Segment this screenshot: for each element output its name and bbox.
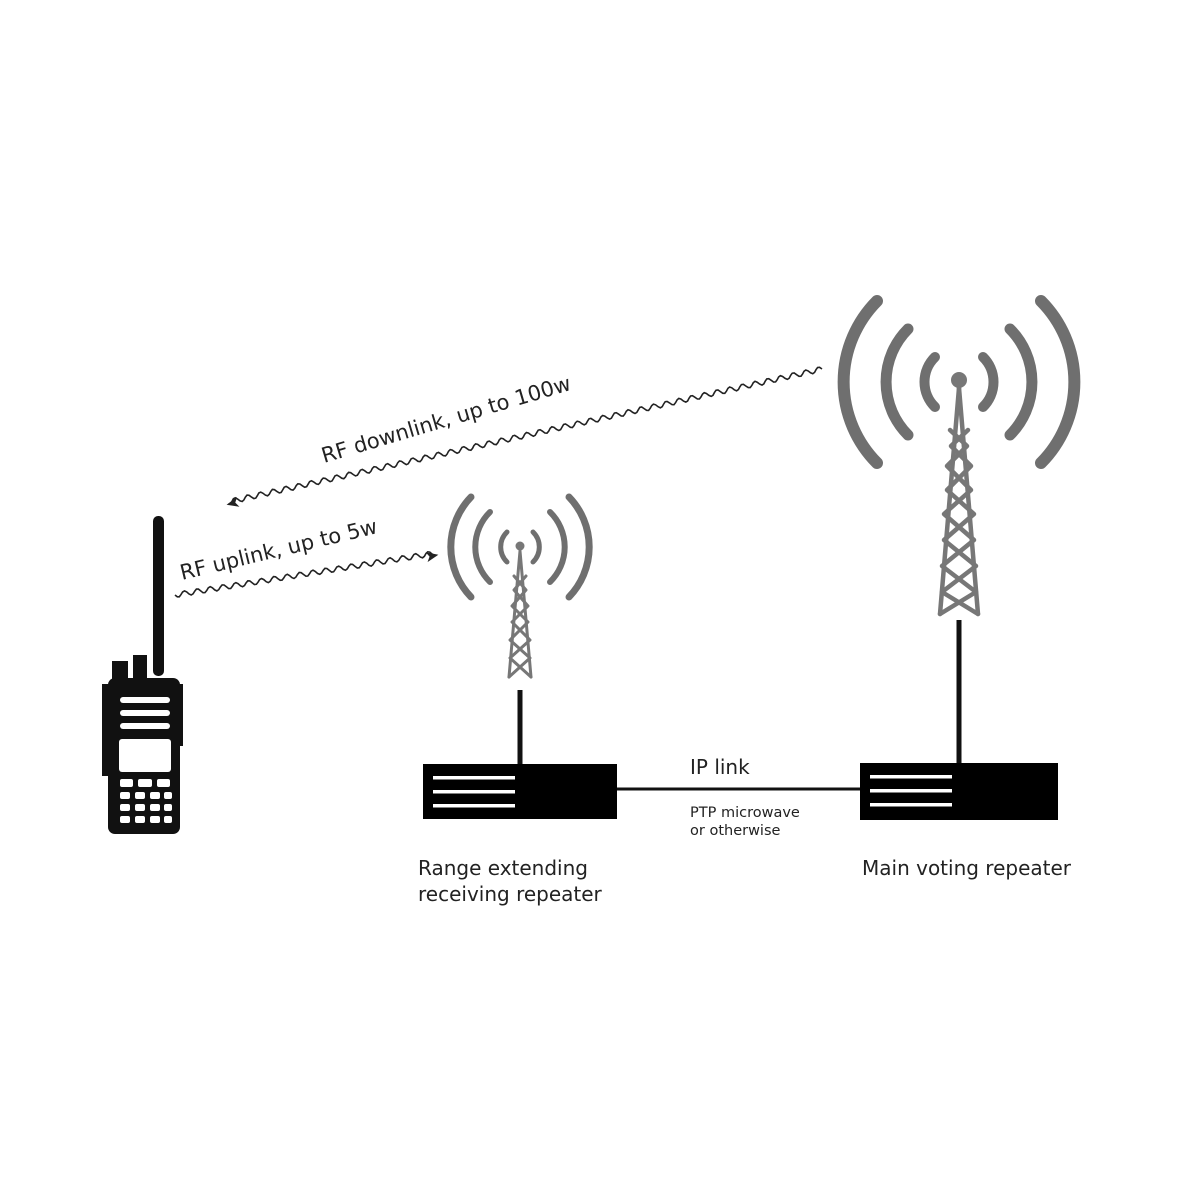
rf-uplink-arrow [174, 550, 439, 598]
ptp-label-line2: or otherwise [690, 823, 781, 839]
main-signal-waves-icon [837, 295, 1081, 469]
range-repeater-unit [423, 764, 617, 819]
main-repeater-unit [860, 763, 1058, 820]
uplink-label: RF uplink, up to 5w [178, 514, 380, 585]
range-tower-icon [447, 493, 593, 764]
ip-link-label: IP link [690, 755, 750, 779]
main-tower-icon [837, 295, 1081, 764]
rf-downlink-arrow [226, 366, 823, 507]
ptp-label-line1: PTP microwave [690, 805, 800, 821]
range-repeater-label-line2: receiving repeater [418, 882, 603, 906]
handheld-radio-icon [102, 516, 183, 834]
range-signal-waves-icon [447, 493, 593, 601]
main-repeater-label: Main voting repeater [862, 856, 1072, 880]
range-repeater-label-line1: Range extending [418, 856, 588, 880]
downlink-label: RF downlink, up to 100w [319, 371, 574, 468]
